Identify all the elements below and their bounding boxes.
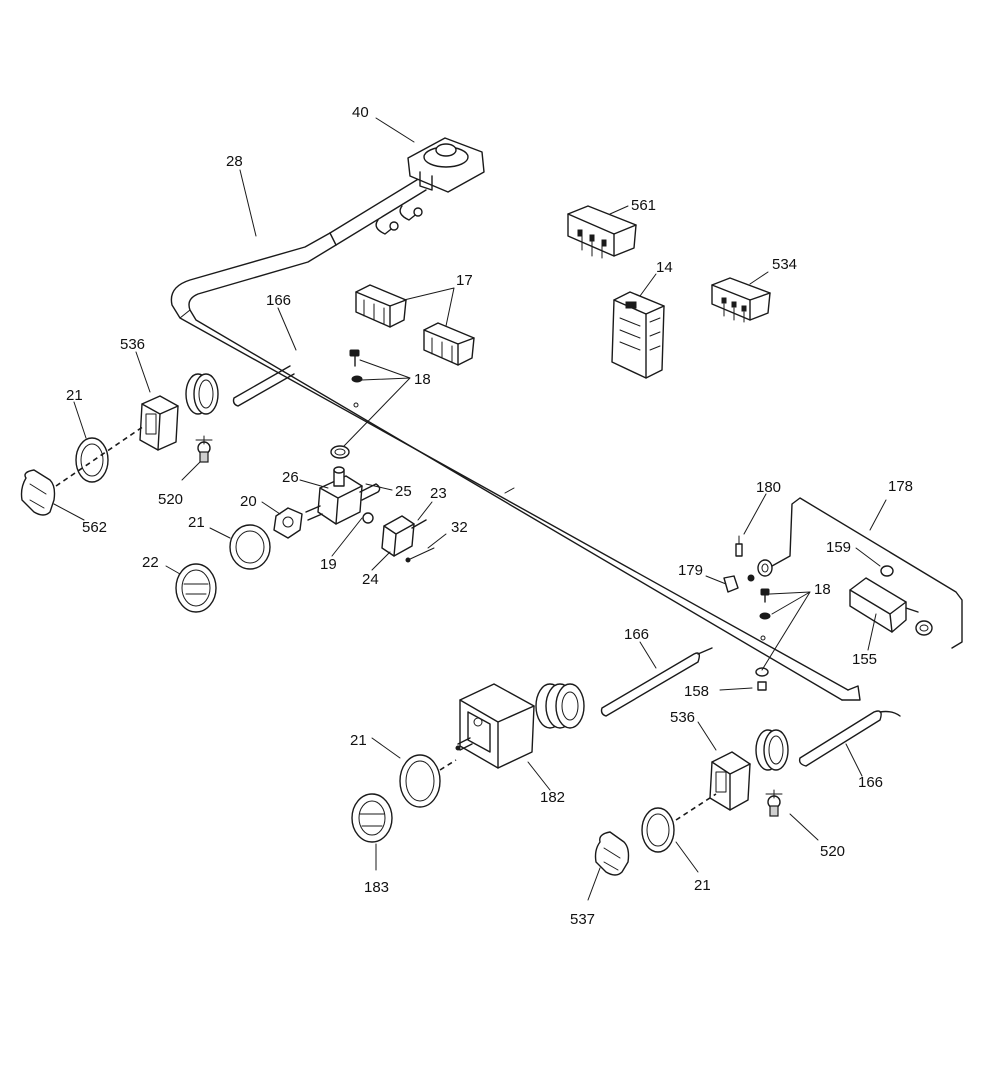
part-label-166: 166 (858, 774, 883, 791)
part-label-520: 520 (820, 843, 845, 860)
part-labels: 40 28 561 14 534 17 166 18 536 21 520 56… (66, 104, 913, 928)
switch-terminal-part (355, 284, 475, 366)
knob-assembly-part (594, 710, 901, 876)
part-label-179: 179 (678, 562, 703, 579)
terminal-block-part (711, 277, 771, 323)
part-label-22: 22 (142, 554, 159, 571)
part-label-178: 178 (888, 478, 913, 495)
thermostat-part (455, 647, 713, 769)
part-label-24: 24 (362, 571, 379, 588)
igniter-wiring-part (723, 497, 963, 691)
spring-ring-part (185, 365, 295, 415)
part-label-25: 25 (395, 483, 412, 500)
part-label-21: 21 (66, 387, 83, 404)
valve-assembly-part (175, 466, 435, 613)
part-label-180: 180 (756, 479, 781, 496)
part-label-536: 536 (670, 709, 695, 726)
part-label-536: 536 (120, 336, 145, 353)
part-label-155: 155 (852, 651, 877, 668)
part-label-534: 534 (772, 256, 797, 273)
part-label-14: 14 (656, 259, 673, 276)
part-label-21: 21 (350, 732, 367, 749)
part-label-183: 183 (364, 879, 389, 896)
part-label-21: 21 (694, 877, 711, 894)
part-label-40: 40 (352, 104, 369, 121)
part-label-537: 537 (570, 911, 595, 928)
part-label-20: 20 (240, 493, 257, 510)
burner-valve-part (375, 137, 485, 235)
part-label-562: 562 (82, 519, 107, 536)
part-label-23: 23 (430, 485, 447, 502)
knob-assembly-part (20, 425, 213, 516)
screw-washer-part (330, 349, 363, 459)
switch-housing-part (139, 395, 179, 451)
part-label-520: 520 (158, 491, 183, 508)
part-label-159: 159 (826, 539, 851, 556)
part-label-21: 21 (188, 514, 205, 531)
leader-lines (53, 117, 887, 901)
part-label-17: 17 (456, 272, 473, 289)
knob-assembly-part (351, 754, 457, 843)
part-label-18: 18 (814, 581, 831, 598)
part-label-18: 18 (414, 371, 431, 388)
part-label-28: 28 (226, 153, 243, 170)
part-label-166: 166 (624, 626, 649, 643)
part-label-158: 158 (684, 683, 709, 700)
part-label-26: 26 (282, 469, 299, 486)
part-label-182: 182 (540, 789, 565, 806)
part-label-32: 32 (451, 519, 468, 536)
control-module-part (611, 291, 665, 379)
part-label-19: 19 (320, 556, 337, 573)
part-label-561: 561 (631, 197, 656, 214)
part-label-166: 166 (266, 292, 291, 309)
manifold-pipe (170, 177, 861, 701)
terminal-block-part (567, 205, 637, 259)
